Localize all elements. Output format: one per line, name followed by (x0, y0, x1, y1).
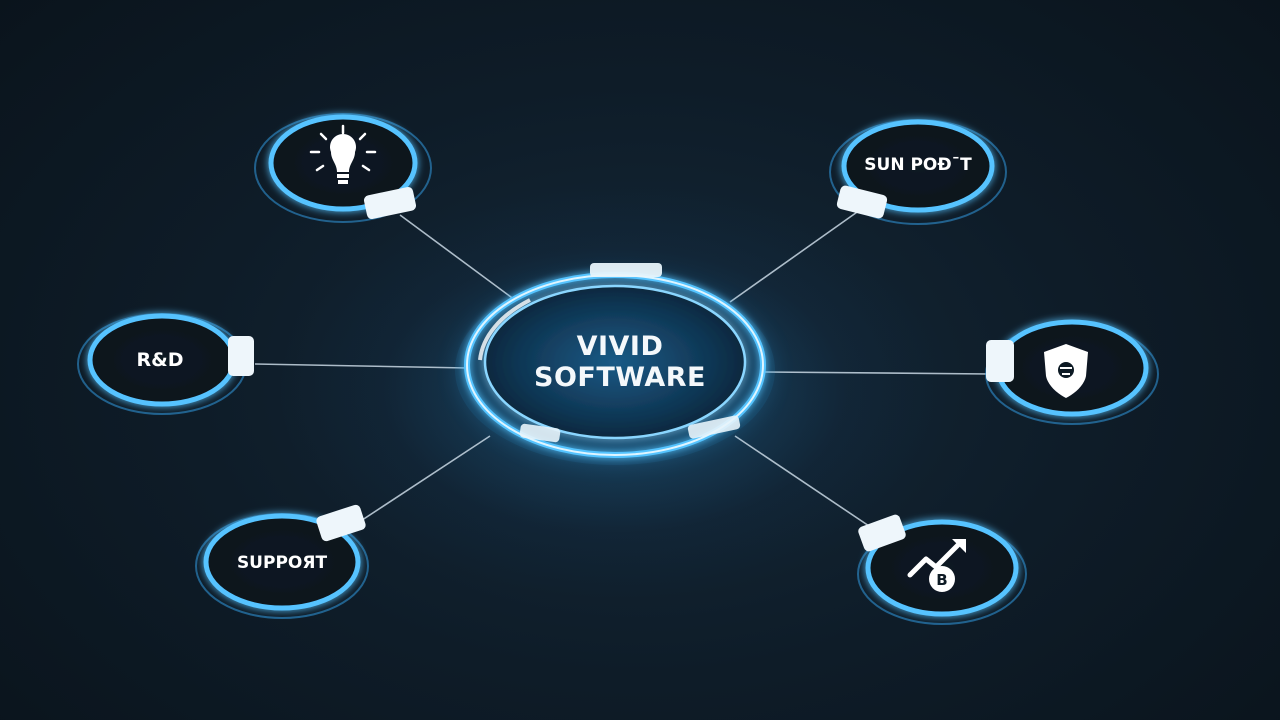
lightbulb-icon (309, 124, 377, 184)
hub-node: VIVID SOFTWARE (455, 263, 775, 465)
connector-top-left (399, 214, 516, 301)
hub-arc-left (478, 298, 531, 361)
hub-title-line2: SOFTWARE (534, 362, 706, 393)
node-clip (836, 185, 888, 219)
hub-clip-bottom-right (687, 415, 741, 439)
connector-mid-right (764, 371, 991, 375)
shield-icon (1044, 344, 1088, 398)
hub-clip-bottom-left (519, 423, 561, 443)
node-clip (986, 340, 1014, 382)
hub-clip-top (590, 263, 662, 277)
node-ring (203, 513, 361, 611)
node-bottom-right: B (857, 514, 1027, 625)
node-clip (858, 514, 906, 552)
node-top-left (254, 113, 432, 223)
hub-inner-disc (483, 284, 747, 440)
connector-top-right (729, 209, 861, 303)
node-mid-right (985, 319, 1159, 425)
node-mid-left-label: R&D (137, 349, 184, 371)
node-clip (363, 186, 417, 220)
node-halo (254, 113, 432, 223)
growth-chart-icon: B (907, 539, 966, 592)
node-top-right-label: SUN POÐ¯T (864, 155, 972, 175)
connector-mid-left (254, 363, 469, 369)
connector-lines (254, 209, 991, 531)
hub-title-line1: VIVID (577, 331, 664, 362)
node-bottom-left-label: SUPPOЯT (237, 553, 328, 573)
node-clip (316, 504, 366, 542)
node-bottom-left: SUPPOЯT (195, 504, 369, 619)
node-top-right: SUN POÐ¯T (829, 119, 1007, 225)
connector-bottom-right (734, 435, 876, 531)
node-ring (841, 119, 995, 213)
node-mid-left: R&D (77, 313, 254, 415)
svg-text:B: B (936, 571, 947, 589)
connector-bottom-left (349, 435, 491, 529)
node-clip (228, 336, 254, 376)
